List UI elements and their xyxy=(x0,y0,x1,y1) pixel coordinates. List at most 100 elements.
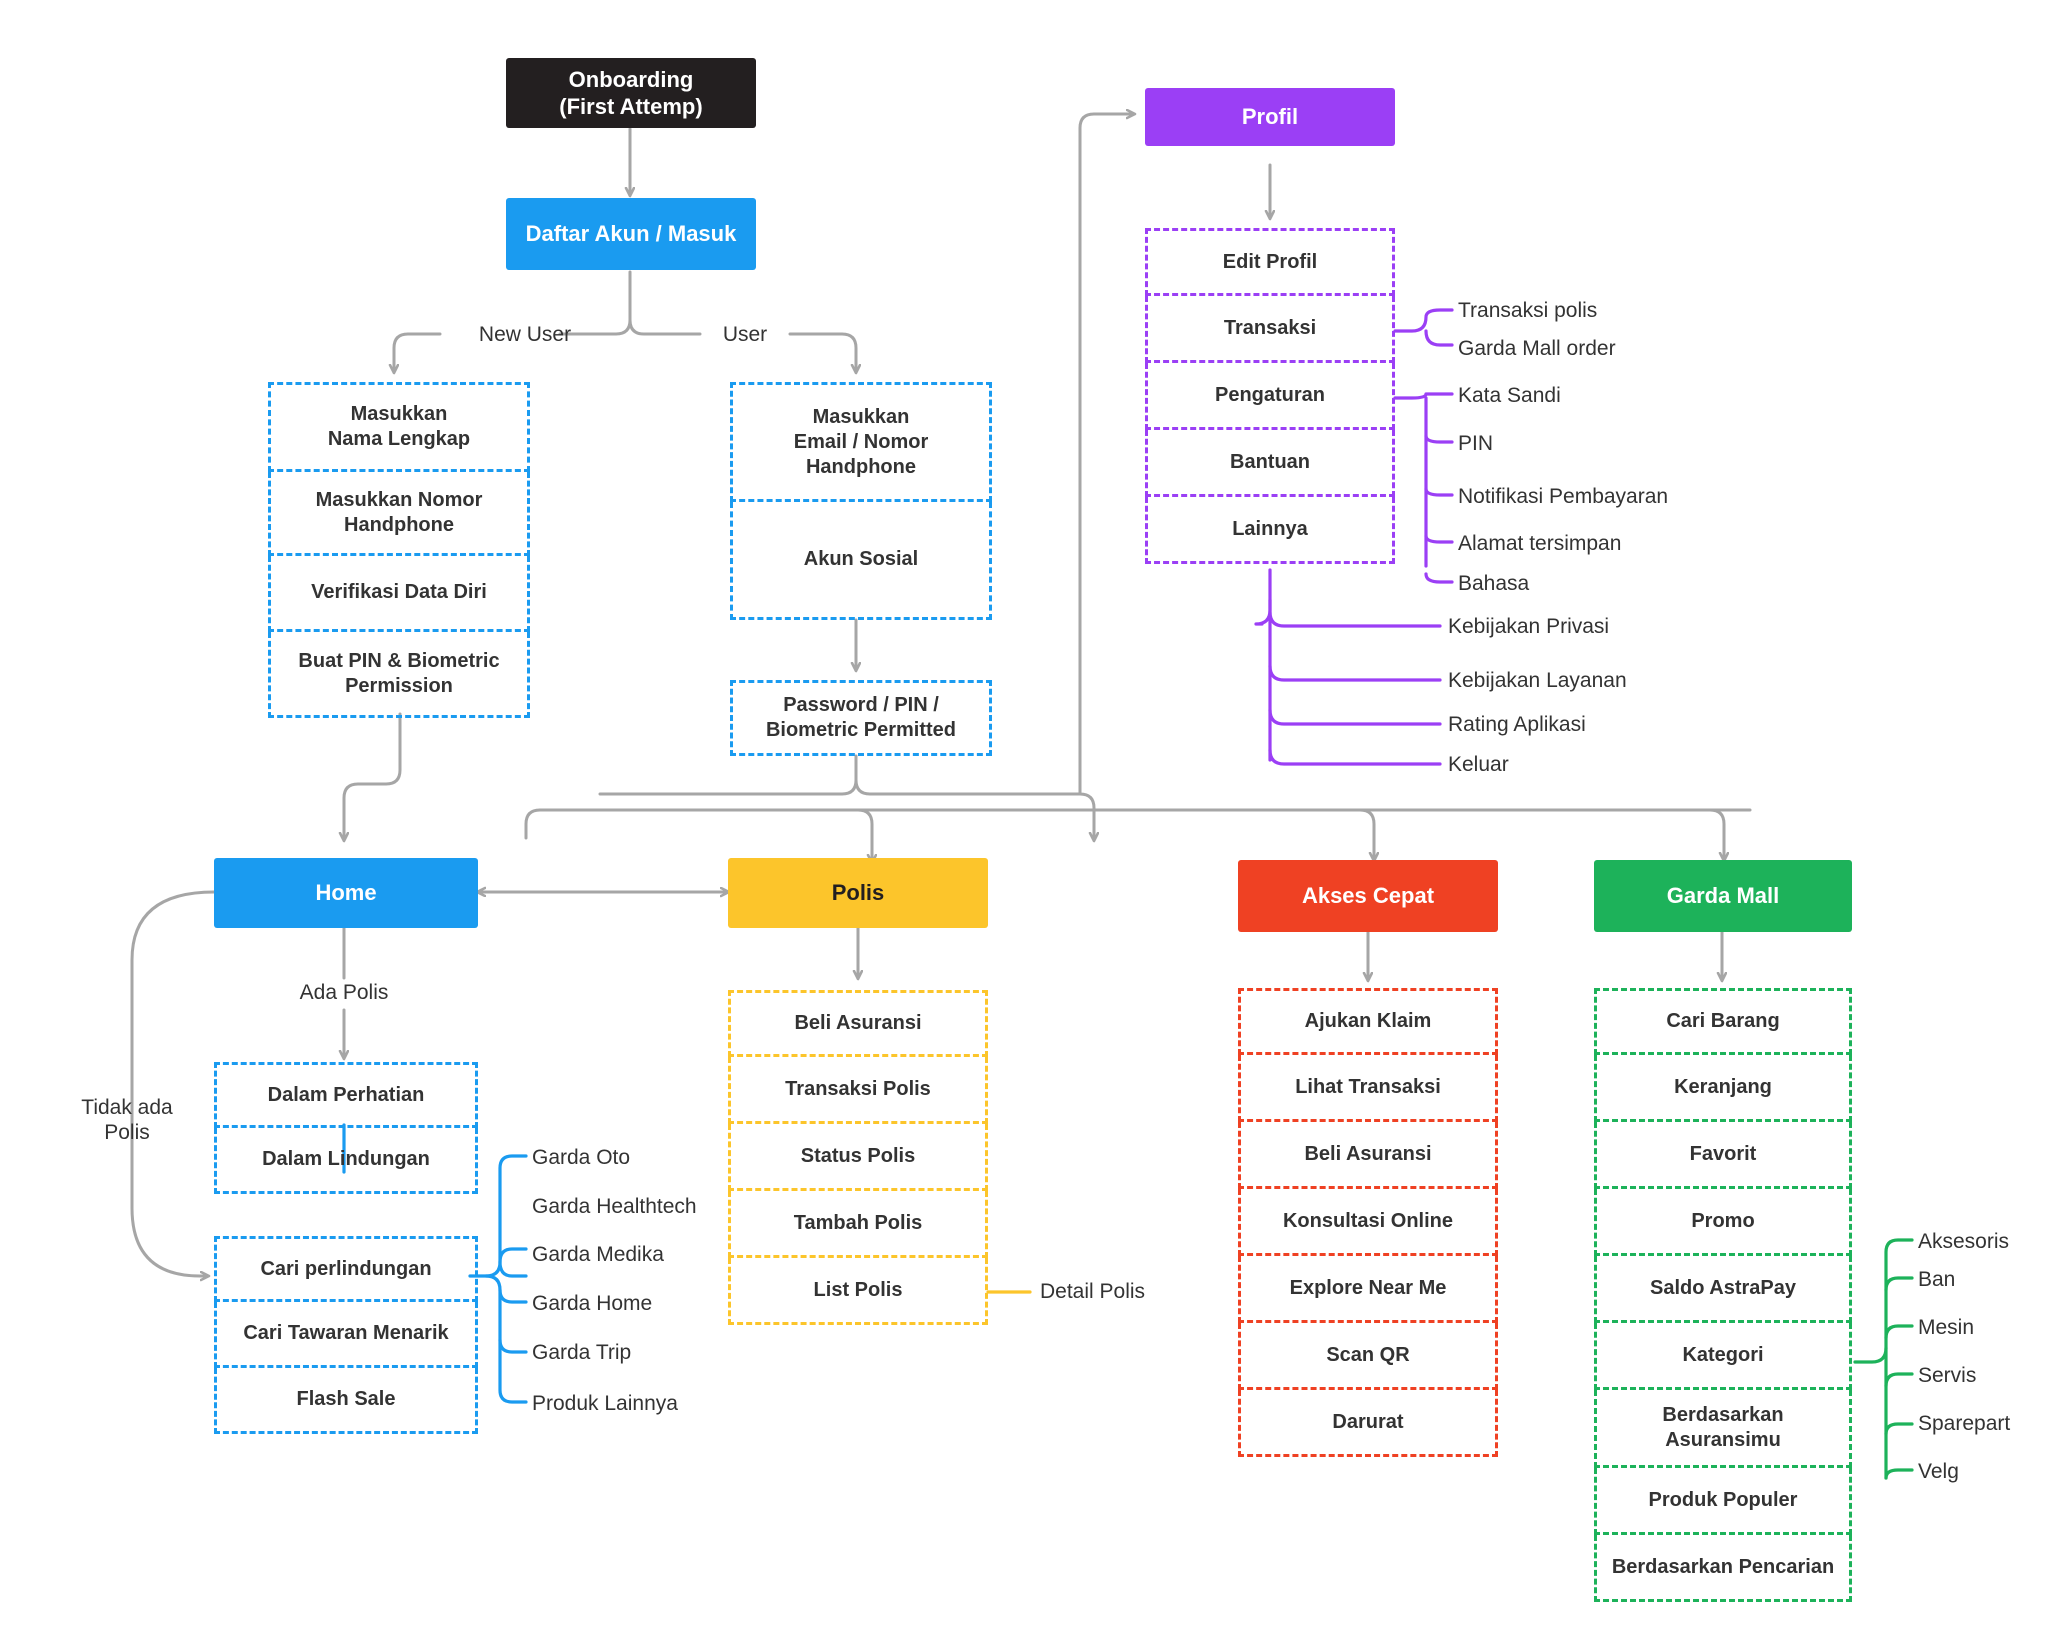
polis-item-tambah-polis[interactable]: Tambah Polis xyxy=(728,1191,988,1258)
akses-cepat-item-konsultasi-online[interactable]: Konsultasi Online xyxy=(1238,1189,1498,1256)
akses-cepat-item-label: Konsultasi Online xyxy=(1282,1209,1454,1232)
step-verifikasi-data-diri[interactable]: Verifikasi Data Diri xyxy=(268,556,530,632)
garda-mall-item-label: Cari Barang xyxy=(1666,1010,1780,1032)
polis-item-beli-asuransi[interactable]: Beli Asuransi xyxy=(728,990,988,1057)
home-item-cari-perlindungan[interactable]: Cari perlindungan xyxy=(214,1236,478,1302)
node-onboarding[interactable]: Onboarding (First Attemp) xyxy=(506,58,756,128)
home-item-dalam-lindungan[interactable]: Dalam Lindungan xyxy=(214,1128,478,1194)
home-item-dalam-perhatian[interactable]: Dalam Perhatian xyxy=(214,1062,478,1128)
profil-item-lainnya[interactable]: Lainnya xyxy=(1145,497,1395,564)
leaf-kebijakan-layanan[interactable]: Kebijakan Layanan xyxy=(1448,669,1627,692)
profil-item-label: Bantuan xyxy=(1230,450,1310,473)
garda-mall-item-produk-populer[interactable]: Produk Populer xyxy=(1594,1468,1852,1535)
stack-profil-items: Edit Profil Transaksi Pengaturan Bantuan… xyxy=(1145,228,1395,564)
leaf-garda-healthtech[interactable]: Garda Healthtech xyxy=(532,1195,697,1218)
akses-cepat-item-darurat[interactable]: Darurat xyxy=(1238,1390,1498,1457)
leaf-transaksi-polis[interactable]: Transaksi polis xyxy=(1458,299,1598,322)
edge-label-user: User xyxy=(722,323,768,346)
leaf-ban[interactable]: Ban xyxy=(1918,1268,1956,1291)
profil-item-label: Edit Profil xyxy=(1222,250,1318,273)
leaf-servis[interactable]: Servis xyxy=(1918,1364,1977,1387)
leaf-kata-sandi[interactable]: Kata Sandi xyxy=(1458,384,1561,407)
profil-item-transaksi[interactable]: Transaksi xyxy=(1145,296,1395,363)
node-akses-cepat[interactable]: Akses Cepat xyxy=(1238,860,1498,932)
leaf-alamat-tersimpan[interactable]: Alamat tersimpan xyxy=(1458,532,1622,555)
stack-polis-items: Beli Asuransi Transaksi Polis Status Pol… xyxy=(728,990,988,1325)
leaf-garda-mall-order[interactable]: Garda Mall order xyxy=(1458,337,1616,360)
node-profil[interactable]: Profil xyxy=(1145,88,1395,146)
node-daftar-akun-masuk[interactable]: Daftar Akun / Masuk xyxy=(506,198,756,270)
polis-item-list-polis[interactable]: List Polis xyxy=(728,1258,988,1325)
home-item-flash-sale[interactable]: Flash Sale xyxy=(214,1368,478,1434)
home-item-cari-tawaran-menarik[interactable]: Cari Tawaran Menarik xyxy=(214,1302,478,1368)
garda-mall-item-berdasarkan-pencarian[interactable]: Berdasarkan Pencarian xyxy=(1594,1535,1852,1602)
leaf-notifikasi-pembayaran[interactable]: Notifikasi Pembayaran xyxy=(1458,485,1669,508)
onboarding-title-line2: (First Attemp) xyxy=(559,94,703,119)
garda-mall-item-kategori[interactable]: Kategori xyxy=(1594,1323,1852,1390)
home-item-label: Cari Tawaran Menarik xyxy=(243,1322,449,1344)
akses-cepat-label: Akses Cepat xyxy=(1301,883,1435,909)
garda-mall-item-saldo-astrapay[interactable]: Saldo AstraPay xyxy=(1594,1256,1852,1323)
profil-item-bantuan[interactable]: Bantuan xyxy=(1145,430,1395,497)
step-password-pin-biometric[interactable]: Password / PIN /Biometric Permitted xyxy=(730,680,992,756)
leaf-pin[interactable]: PIN xyxy=(1458,432,1494,455)
profil-label: Profil xyxy=(1241,104,1299,130)
akses-cepat-item-beli-asuransi[interactable]: Beli Asuransi xyxy=(1238,1122,1498,1189)
home-item-label: Dalam Lindungan xyxy=(262,1148,430,1170)
step-label: Akun Sosial xyxy=(803,548,919,570)
leaf-keluar[interactable]: Keluar xyxy=(1448,753,1509,776)
stack-akses-cepat-items: Ajukan Klaim Lihat Transaksi Beli Asuran… xyxy=(1238,988,1498,1457)
garda-mall-item-cari-barang[interactable]: Cari Barang xyxy=(1594,988,1852,1055)
garda-mall-item-keranjang[interactable]: Keranjang xyxy=(1594,1055,1852,1122)
leaf-detail-polis[interactable]: Detail Polis xyxy=(1040,1280,1146,1303)
garda-mall-item-promo[interactable]: Promo xyxy=(1594,1189,1852,1256)
akses-cepat-item-ajukan-klaim[interactable]: Ajukan Klaim xyxy=(1238,988,1498,1055)
stack-existing-user-result: Password / PIN /Biometric Permitted xyxy=(730,680,992,756)
profil-item-pengaturan[interactable]: Pengaturan xyxy=(1145,363,1395,430)
polis-item-status-polis[interactable]: Status Polis xyxy=(728,1124,988,1191)
leaf-garda-medika[interactable]: Garda Medika xyxy=(532,1243,664,1266)
garda-mall-item-favorit[interactable]: Favorit xyxy=(1594,1122,1852,1189)
akses-cepat-item-explore-near-me[interactable]: Explore Near Me xyxy=(1238,1256,1498,1323)
polis-item-label: List Polis xyxy=(813,1278,903,1301)
step-akun-sosial[interactable]: Akun Sosial xyxy=(730,502,992,620)
leaf-velg[interactable]: Velg xyxy=(1918,1460,1959,1483)
home-item-label: Flash Sale xyxy=(296,1388,396,1410)
akses-cepat-item-label: Beli Asuransi xyxy=(1304,1142,1432,1165)
leaf-mesin[interactable]: Mesin xyxy=(1918,1316,1975,1339)
leaf-bahasa[interactable]: Bahasa xyxy=(1458,572,1530,595)
akses-cepat-item-lihat-transaksi[interactable]: Lihat Transaksi xyxy=(1238,1055,1498,1122)
edge-label-new-user: New User xyxy=(478,323,572,346)
node-garda-mall[interactable]: Garda Mall xyxy=(1594,860,1852,932)
leaf-garda-home[interactable]: Garda Home xyxy=(532,1292,653,1315)
profil-item-edit-profil[interactable]: Edit Profil xyxy=(1145,228,1395,296)
leaf-garda-trip[interactable]: Garda Trip xyxy=(532,1341,632,1364)
step-label: Verifikasi Data Diri xyxy=(311,581,487,603)
akses-cepat-item-label: Lihat Transaksi xyxy=(1295,1075,1441,1098)
node-home[interactable]: Home xyxy=(214,858,478,928)
polis-item-label: Beli Asuransi xyxy=(794,1012,922,1034)
node-polis[interactable]: Polis xyxy=(728,858,988,928)
garda-mall-label: Garda Mall xyxy=(1666,883,1780,909)
leaf-produk-lainnya[interactable]: Produk Lainnya xyxy=(532,1392,678,1415)
garda-mall-item-label: Berdasarkan Pencarian xyxy=(1611,1555,1835,1578)
polis-item-transaksi-polis[interactable]: Transaksi Polis xyxy=(728,1057,988,1124)
leaf-sparepart[interactable]: Sparepart xyxy=(1918,1412,2011,1435)
leaf-kebijakan-privasi[interactable]: Kebijakan Privasi xyxy=(1448,615,1610,638)
leaf-rating-aplikasi[interactable]: Rating Aplikasi xyxy=(1448,713,1586,736)
akses-cepat-item-scan-qr[interactable]: Scan QR xyxy=(1238,1323,1498,1390)
leaf-aksesoris[interactable]: Aksesoris xyxy=(1918,1230,2010,1253)
leaf-garda-oto[interactable]: Garda Oto xyxy=(532,1146,631,1169)
step-label: Password / PIN /Biometric Permitted xyxy=(765,694,957,741)
